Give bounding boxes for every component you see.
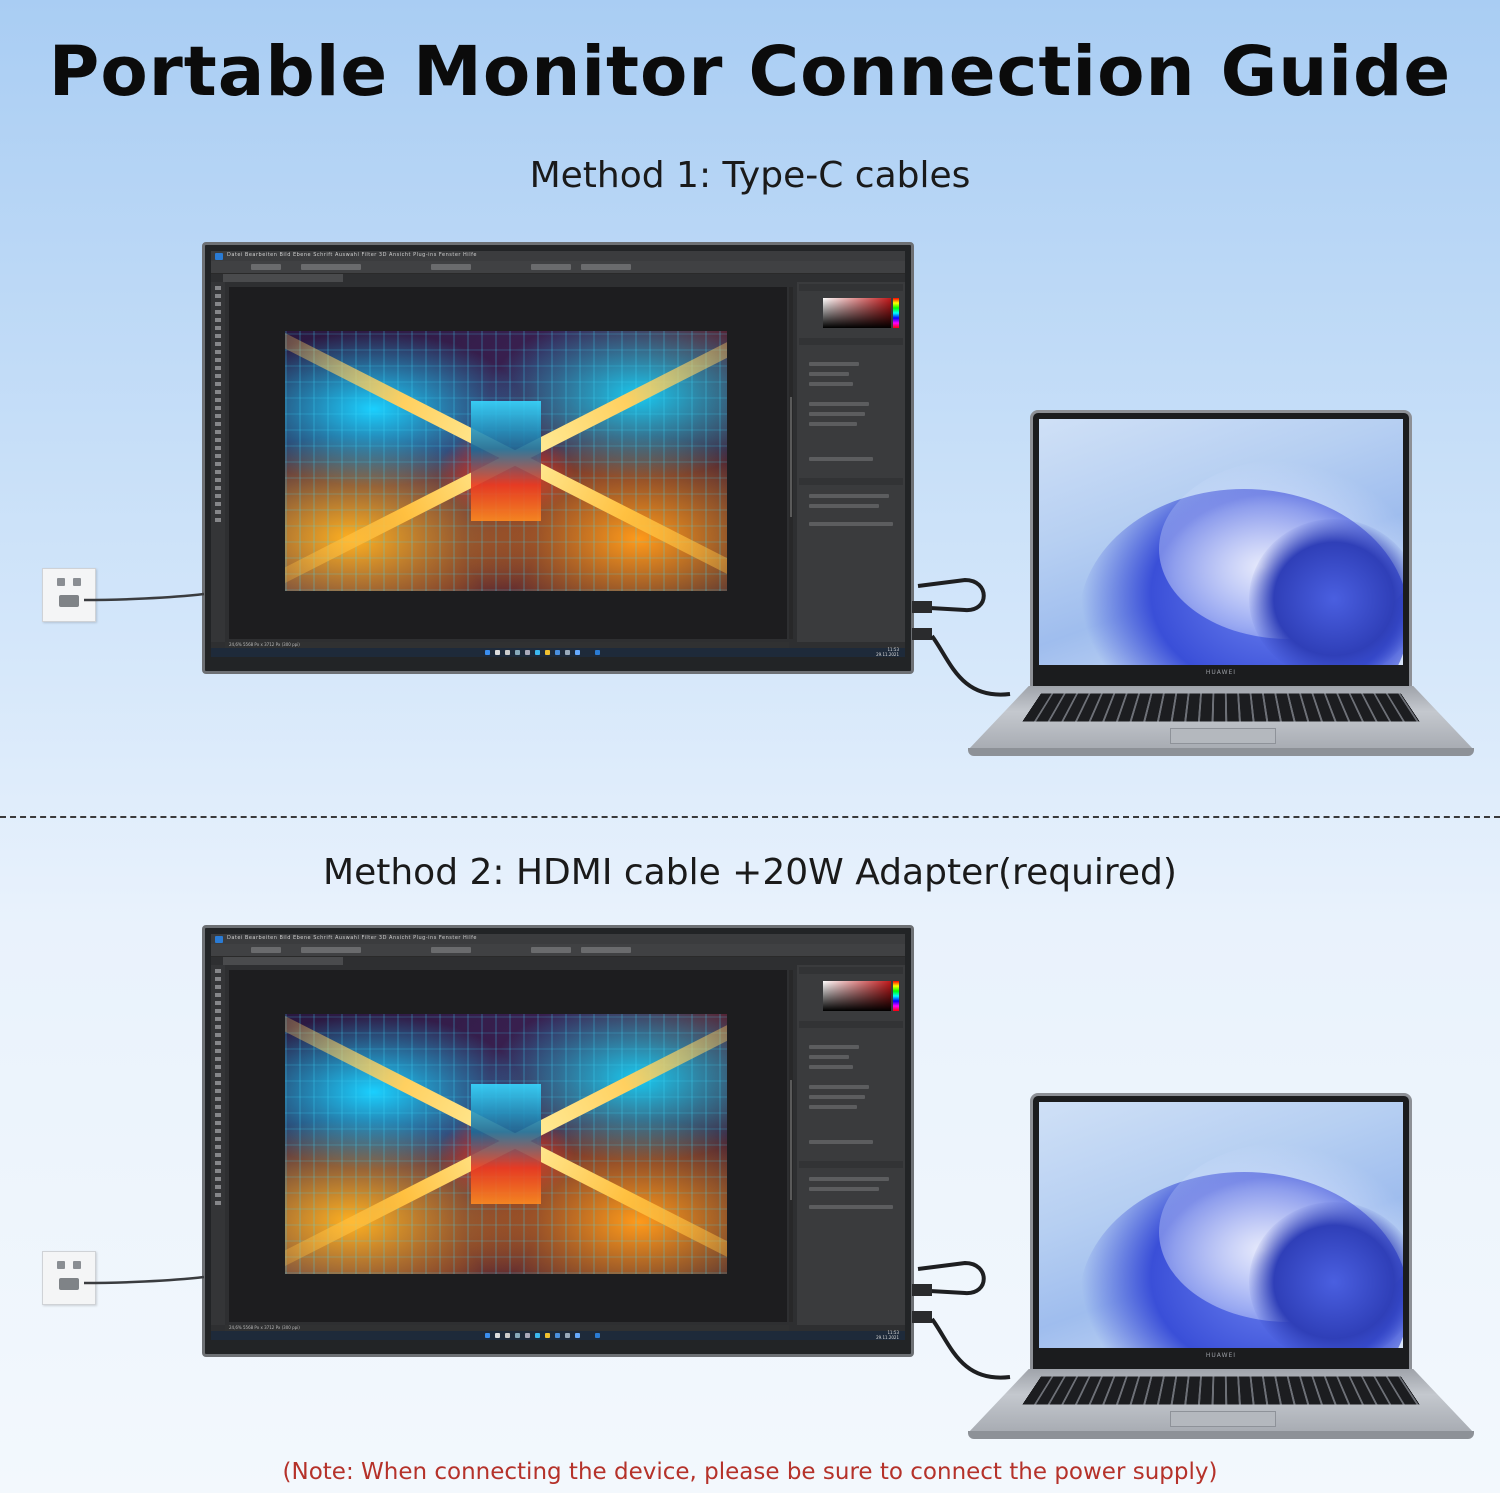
hdmi-connector-icon — [912, 1311, 932, 1323]
tool-panel — [211, 282, 225, 642]
power-cable-1 — [83, 592, 205, 602]
laptop-1: HUAWEI — [968, 410, 1478, 758]
options-bar — [211, 944, 905, 957]
method-2-heading: Method 2: HDMI cable +20W Adapter(requir… — [323, 852, 1177, 893]
hue-slider — [893, 298, 899, 328]
power-cable-2 — [83, 1275, 205, 1285]
menu-text: Datei Bearbeiten Bild Ebene Schrift Ausw… — [227, 252, 477, 258]
touchpad — [1170, 728, 1276, 744]
options-bar — [211, 261, 905, 274]
photoshop-menubar: Datei Bearbeiten Bild Ebene Schrift Ausw… — [211, 251, 905, 261]
laptop-keyboard-deck — [968, 686, 1474, 750]
laptop-2: HUAWEI — [968, 1093, 1478, 1441]
power-plug-icon — [59, 595, 79, 607]
canvas-area — [229, 970, 787, 1322]
usb-c-connector-icon — [912, 601, 932, 613]
monitor-screen: Datei Bearbeiten Bild Ebene Schrift Ausw… — [211, 251, 905, 657]
laptop-lid: HUAWEI — [1030, 1093, 1412, 1375]
menu-text: Datei Bearbeiten Bild Ebene Schrift Ausw… — [227, 935, 477, 941]
color-picker — [823, 981, 891, 1011]
status-bar: 24,6% 5568 Px x 3712 Px (300 ppi) — [225, 1325, 789, 1331]
power-plug-icon — [59, 1278, 79, 1290]
laptop-wallpaper — [1039, 1102, 1403, 1348]
laptop-lid: HUAWEI — [1030, 410, 1412, 692]
circuit-artwork-image — [285, 331, 727, 591]
hdmi-connector-icon — [912, 1284, 932, 1296]
keyboard — [1022, 1376, 1420, 1405]
color-picker — [823, 298, 891, 328]
portable-monitor-1: Datei Bearbeiten Bild Ebene Schrift Ausw… — [202, 242, 914, 674]
laptop-wallpaper — [1039, 419, 1403, 665]
photoshop-menubar: Datei Bearbeiten Bild Ebene Schrift Ausw… — [211, 934, 905, 944]
usb-c-connector-icon — [912, 628, 932, 640]
wall-outlet-1 — [42, 568, 96, 622]
canvas-scrollbar — [789, 970, 793, 1322]
laptop-base — [968, 748, 1474, 756]
keyboard — [1022, 693, 1420, 722]
laptop-base — [968, 1431, 1474, 1439]
document-tab — [223, 957, 343, 965]
document-tab — [223, 274, 343, 282]
laptop-keyboard-deck — [968, 1369, 1474, 1433]
laptop-brand: HUAWEI — [1205, 669, 1237, 676]
portable-monitor-2: Datei Bearbeiten Bild Ebene Schrift Ausw… — [202, 925, 914, 1357]
monitor-screen: Datei Bearbeiten Bild Ebene Schrift Ausw… — [211, 934, 905, 1340]
touchpad — [1170, 1411, 1276, 1427]
right-panels — [797, 282, 905, 642]
method-1-heading: Method 1: Type-C cables — [529, 155, 971, 196]
laptop-brand: HUAWEI — [1205, 1352, 1237, 1359]
section-divider — [0, 816, 1500, 818]
photoshop-logo-icon — [215, 936, 223, 943]
hue-slider — [893, 981, 899, 1011]
page-title: Portable Monitor Connection Guide — [48, 32, 1452, 112]
wall-outlet-2 — [42, 1251, 96, 1305]
right-panels — [797, 965, 905, 1325]
power-supply-note: (Note: When connecting the device, pleas… — [282, 1459, 1218, 1485]
circuit-artwork-image — [285, 1014, 727, 1274]
canvas-area — [229, 287, 787, 639]
canvas-scrollbar — [789, 287, 793, 639]
photoshop-logo-icon — [215, 253, 223, 260]
status-bar: 24,6% 5568 Px x 3712 Px (300 ppi) — [225, 642, 789, 648]
tool-panel — [211, 965, 225, 1325]
